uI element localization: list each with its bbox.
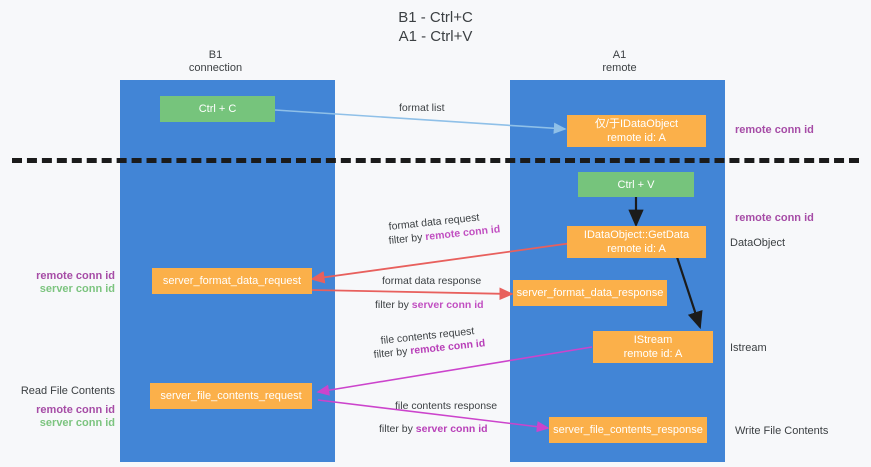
filter-prefix: filter by bbox=[388, 231, 426, 247]
annotation-istream: Istream bbox=[730, 342, 767, 354]
annotation-remote-conn-id-mid: remote conn id bbox=[735, 212, 814, 224]
annotation-read-file-contents: Read File Contents bbox=[20, 385, 115, 397]
idataobject-node[interactable]: 仅/于IDataObject remote id: A bbox=[567, 115, 706, 147]
filter-key-server-conn-id: server conn id bbox=[411, 299, 484, 311]
annotation-dataobject: DataObject bbox=[730, 237, 786, 249]
edge-label-format-data-response: format data response bbox=[382, 275, 482, 287]
filter-prefix: filter by bbox=[379, 423, 416, 435]
server-format-data-request-node[interactable]: server_format_data_request bbox=[152, 268, 312, 294]
annotation-left-server-conn-id: server conn id bbox=[39, 283, 115, 295]
page-title: B1 - Ctrl+C A1 - Ctrl+V bbox=[398, 9, 473, 45]
edge-label-file-contents-response-filter: filter by server conn id bbox=[379, 422, 488, 436]
right-column-header: A1 remote bbox=[602, 49, 637, 74]
edge-label-file-contents-response: file contents response bbox=[395, 400, 498, 412]
istream-node[interactable]: IStream remote id: A bbox=[593, 331, 713, 363]
idataobject-getdata-node[interactable]: IDataObject::GetData remote id: A bbox=[567, 226, 706, 258]
filter-key-server-conn-id: server conn id bbox=[415, 423, 488, 435]
server-format-data-response-node[interactable]: server_format_data_response bbox=[513, 280, 667, 306]
edge-label-format-list: format list bbox=[399, 102, 445, 114]
annotation-write-file-contents: Write File Contents bbox=[735, 425, 829, 437]
annotation-left-remote-conn-id: remote conn id bbox=[36, 270, 115, 282]
annotation-remote-conn-id-top: remote conn id bbox=[735, 124, 814, 136]
left-column-header: B1 connection bbox=[188, 49, 243, 74]
edge-label-format-data-response-filter: filter by server conn id bbox=[375, 298, 484, 312]
section-divider bbox=[12, 158, 859, 163]
server-file-contents-response-node[interactable]: server_file_contents_response bbox=[549, 417, 707, 443]
server-file-contents-request-node[interactable]: server_file_contents_request bbox=[150, 383, 312, 409]
ctrl-v-node[interactable]: Ctrl + V bbox=[578, 172, 694, 197]
ctrl-c-node[interactable]: Ctrl + C bbox=[160, 96, 275, 122]
filter-prefix: filter by bbox=[375, 299, 412, 311]
filter-prefix: filter by bbox=[373, 345, 411, 361]
annotation-left-server-conn-id-2: server conn id bbox=[39, 417, 115, 429]
annotation-left-remote-conn-id-2: remote conn id bbox=[36, 404, 115, 416]
